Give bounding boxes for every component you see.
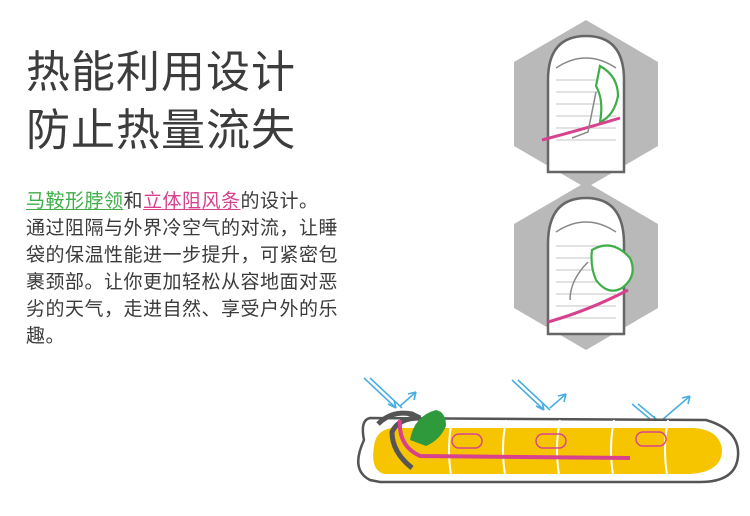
description-paragraph: 马鞍形脖领和立体阻风条的设计。通过阻隔与外界冷空气的对流，让睡袋的保温性能进一步… — [26, 188, 338, 350]
cold-air-arrow-icon — [363, 377, 691, 425]
heat-loop-icon — [451, 431, 667, 449]
highlight-saddle-collar: 马鞍形脖领 — [26, 190, 124, 212]
title-line-1: 热能利用设计 — [26, 47, 296, 98]
sleeping-bag-heat-flow-icon — [357, 377, 740, 484]
page-title: 热能利用设计 防止热量流失 — [26, 44, 296, 160]
highlight-draft-tube: 立体阻风条 — [143, 190, 241, 212]
connector-text: 和 — [123, 190, 144, 212]
hood-collar-open-icon — [514, 182, 658, 350]
description-rest: 的设计。通过阻隔与外界冷空气的对流，让睡袋的保温性能进一步提升，可紧密包裹颈部。… — [26, 190, 339, 347]
title-line-2: 防止热量流失 — [26, 105, 296, 156]
hood-collar-detail-icon — [514, 20, 658, 188]
